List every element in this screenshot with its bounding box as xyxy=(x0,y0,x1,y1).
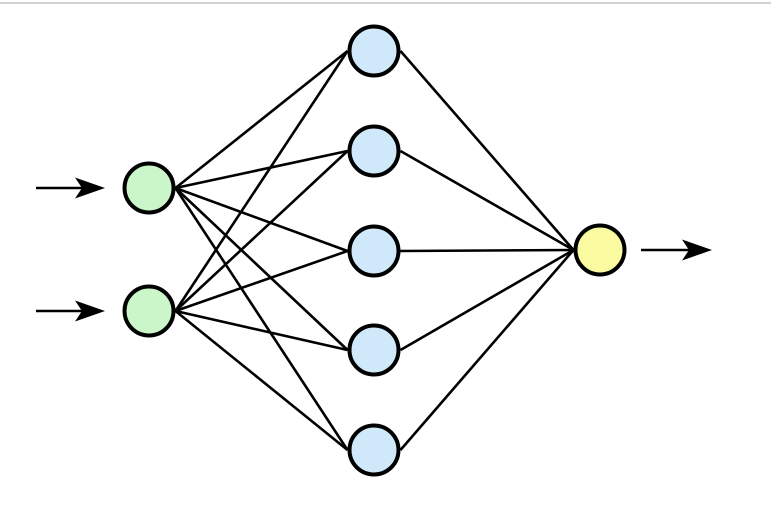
input-arrow-1-head-icon xyxy=(75,177,105,199)
edge-hidden-2-output-1 xyxy=(399,149,575,252)
node-hidden-5 xyxy=(347,423,401,477)
edge-input-2-hidden-3 xyxy=(175,249,348,313)
output-arrow-head-icon xyxy=(682,239,712,261)
edge-hidden-4-output-1 xyxy=(399,248,575,352)
node-input-2 xyxy=(122,284,176,338)
node-hidden-4 xyxy=(347,323,401,377)
node-output-1 xyxy=(573,223,627,277)
edge-input-1-hidden-5 xyxy=(174,187,349,451)
node-hidden-1 xyxy=(347,24,401,78)
node-hidden-3 xyxy=(347,224,401,278)
node-input-1 xyxy=(122,161,176,215)
edge-input-2-hidden-1 xyxy=(174,50,349,312)
edge-input-1-hidden-1 xyxy=(174,49,349,190)
edge-input-1-hidden-2 xyxy=(175,149,348,190)
edge-hidden-5-output-1 xyxy=(399,249,575,451)
edge-input-1-hidden-3 xyxy=(175,186,348,253)
edge-input-2-hidden-4 xyxy=(175,309,348,352)
node-hidden-2 xyxy=(347,124,401,178)
edge-hidden-3-output-1 xyxy=(400,248,574,253)
top-border-line xyxy=(0,2,771,4)
input-arrow-2-head-icon xyxy=(75,300,105,322)
edge-hidden-1-output-1 xyxy=(399,50,575,251)
edge-input-1-hidden-4 xyxy=(174,187,349,351)
edge-input-2-hidden-5 xyxy=(174,309,349,452)
edge-input-2-hidden-2 xyxy=(174,150,349,312)
